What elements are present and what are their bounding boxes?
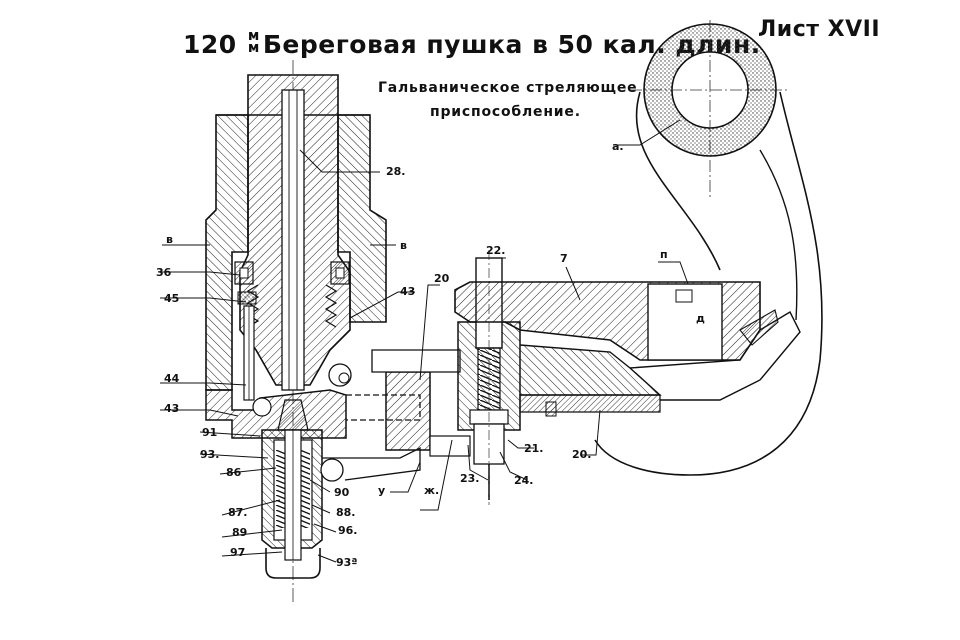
title-unit-bottom: м bbox=[247, 40, 260, 56]
title-unit-top: м bbox=[247, 28, 260, 44]
callout-a: а. bbox=[612, 140, 624, 153]
callout-v-left: в bbox=[166, 233, 173, 246]
callout-43-upper: 43 bbox=[400, 285, 415, 298]
callout-43-lower: 43 bbox=[164, 402, 179, 415]
callout-93: 93. bbox=[200, 448, 220, 461]
breech-housing bbox=[205, 114, 387, 391]
callout-28: 28. bbox=[386, 165, 406, 178]
subtitle-line-1: Гальваническое стреляющее bbox=[378, 80, 638, 96]
firing-mechanism-core bbox=[234, 74, 351, 391]
callout-93a: 93ª bbox=[336, 556, 358, 569]
callout-44: 44 bbox=[164, 372, 180, 385]
callout-24: 24. bbox=[514, 474, 534, 487]
spring-tube bbox=[261, 399, 421, 579]
callout-p: п bbox=[660, 248, 668, 261]
sheet-label: Лист XVII bbox=[758, 17, 880, 42]
callout-86: 86 bbox=[226, 466, 242, 479]
callout-y: у bbox=[378, 484, 385, 497]
title-caliber: 120 bbox=[183, 30, 237, 59]
callout-x: ж. bbox=[424, 484, 439, 497]
callout-45: 45 bbox=[164, 292, 179, 305]
callout-v-right: в bbox=[400, 239, 407, 252]
callout-20-upper: 20 bbox=[434, 272, 450, 285]
callout-87: 87. bbox=[228, 506, 248, 519]
callout-90: 90 bbox=[334, 486, 350, 499]
trigger-assembly bbox=[457, 250, 521, 505]
callout-20-lower: 20. bbox=[572, 448, 592, 461]
contact-rod bbox=[243, 305, 255, 401]
connecting-block bbox=[371, 349, 471, 457]
callout-88: 88. bbox=[336, 506, 356, 519]
subtitle-line-2: приспособление. bbox=[430, 104, 581, 120]
callout-97: 97 bbox=[230, 546, 245, 559]
callout-23: 23. bbox=[460, 472, 480, 485]
callout-21: 21. bbox=[524, 442, 544, 455]
callout-7: 7 bbox=[560, 252, 568, 265]
lever-arm bbox=[454, 281, 801, 417]
callout-96: 96. bbox=[338, 524, 358, 537]
callout-d: д bbox=[696, 312, 705, 325]
callout-22: 22. bbox=[486, 244, 506, 257]
leader-lines bbox=[158, 119, 689, 563]
callout-36: 36 bbox=[156, 266, 172, 279]
firing-lever bbox=[594, 20, 823, 476]
callout-91: 91 bbox=[202, 426, 217, 439]
callout-labels: 28. в в 36 45 43 44 43 20 91 93. 86 90 8… bbox=[156, 140, 705, 569]
callout-89: 89 bbox=[232, 526, 247, 539]
